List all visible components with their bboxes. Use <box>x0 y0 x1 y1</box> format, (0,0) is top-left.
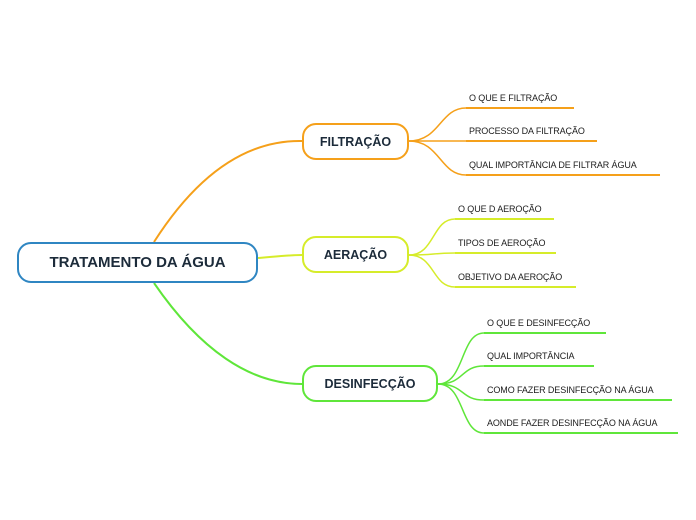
topic-desinfeccao[interactable]: DESINFECÇÃO <box>302 365 438 402</box>
subtopic-filtracao-2[interactable]: PROCESSO DA FILTRAÇÃO <box>469 126 585 136</box>
connector-root-filtracao <box>153 139 303 243</box>
subtopic-desinfeccao-1[interactable]: O QUE E DESINFECÇÃO <box>487 318 591 328</box>
connector-filtracao-item-1 <box>408 107 467 142</box>
connector-root-aeracao <box>257 254 303 259</box>
subtopic-filtracao-3[interactable]: QUAL IMPORTÂNCIA DE FILTRAR ÁGUA <box>469 160 637 170</box>
connector-desinfeccao-item-4 <box>437 383 485 434</box>
subtopic-filtracao-1[interactable]: O QUE E FILTRAÇÃO <box>469 93 558 103</box>
central-topic[interactable]: TRATAMENTO DA ÁGUA <box>17 242 258 283</box>
topic-aeracao[interactable]: AERAÇÃO <box>302 236 409 273</box>
subtopic-aeracao-3[interactable]: OBJETIVO DA AEROÇÃO <box>458 272 563 282</box>
subtopic-aeracao-2[interactable]: TIPOS DE AEROÇÃO <box>458 238 546 248</box>
subtopic-desinfeccao-3[interactable]: COMO FAZER DESINFECÇÃO NA ÁGUA <box>487 385 654 395</box>
connector-desinfeccao-item-3 <box>437 383 485 401</box>
subtopic-aeracao-1[interactable]: O QUE D AEROÇÃO <box>458 204 542 214</box>
connector-root-desinfeccao <box>153 282 303 385</box>
topic-filtracao[interactable]: FILTRAÇÃO <box>302 123 409 160</box>
connector-aeracao-item-3 <box>408 254 456 288</box>
subtopic-desinfeccao-4[interactable]: AONDE FAZER DESINFECÇÃO NA ÁGUA <box>487 418 658 428</box>
subtopic-desinfeccao-2[interactable]: QUAL IMPORTÂNCIA <box>487 351 575 361</box>
connector-aeracao-item-1 <box>408 218 456 256</box>
connector-filtracao-item-3 <box>408 140 467 176</box>
connector-desinfeccao-item-2 <box>437 365 485 385</box>
connector-desinfeccao-item-1 <box>437 332 485 385</box>
